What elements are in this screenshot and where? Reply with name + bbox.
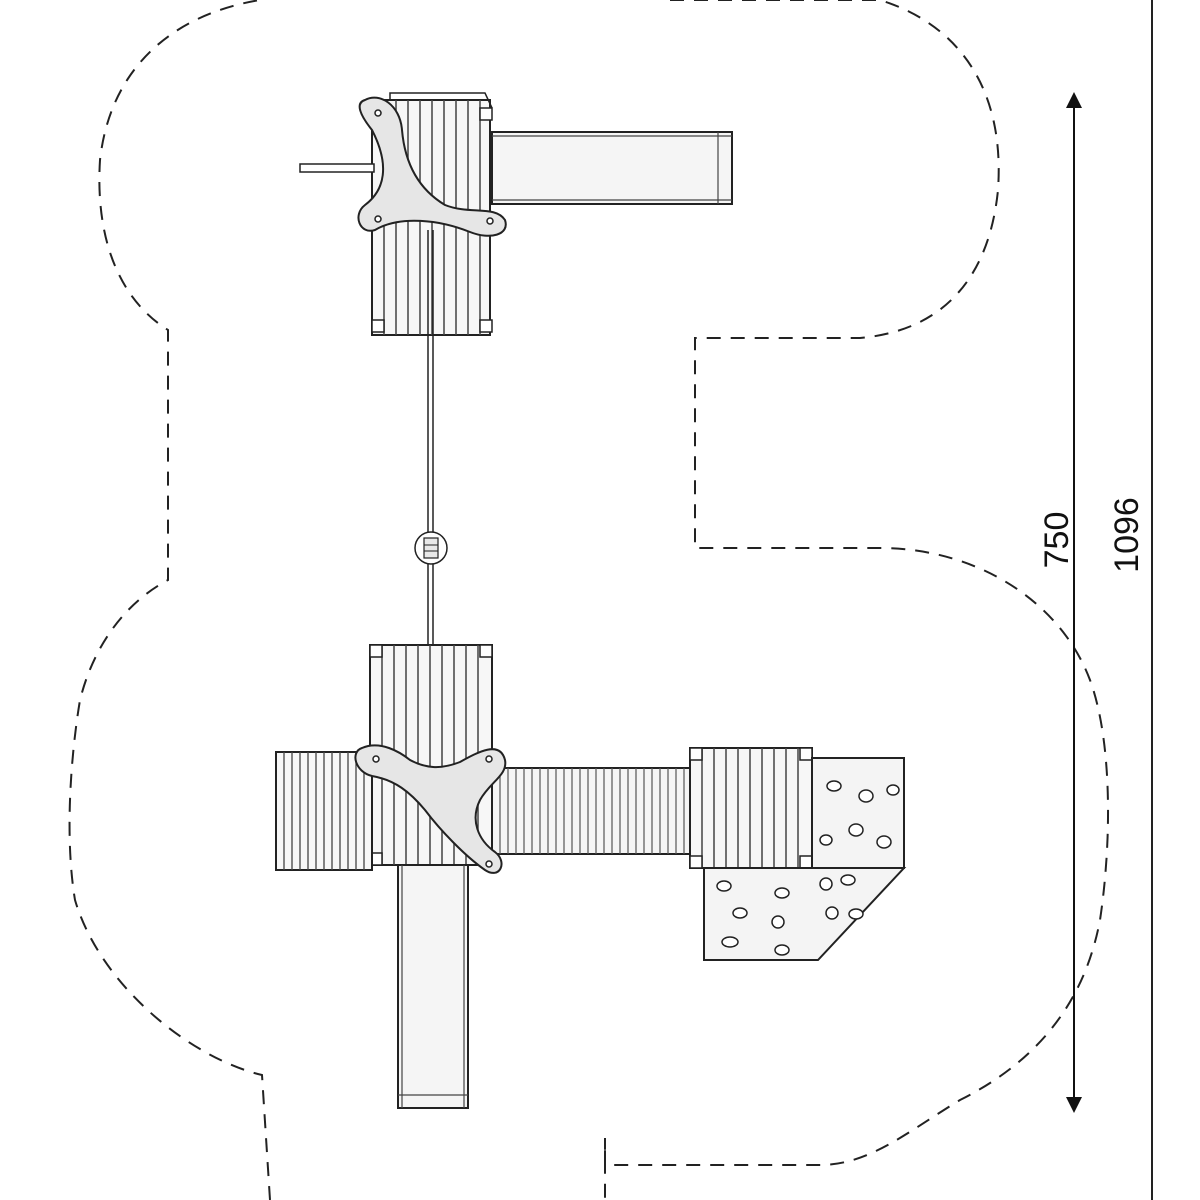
upper-slide <box>491 131 733 205</box>
connecting-cable <box>427 230 434 645</box>
upper-roof-panel <box>357 96 507 237</box>
climbing-holds <box>716 780 900 956</box>
lower-left-platform <box>275 751 373 871</box>
climbing-wall-bottom <box>703 867 907 961</box>
lower-slide <box>397 864 469 1109</box>
upper-roof-bolts <box>374 109 494 225</box>
tunnel-bridge <box>491 767 693 855</box>
dimension-label-750: 750 <box>1038 512 1076 569</box>
dimension-label-1096: 1096 <box>1108 497 1146 573</box>
lower-roof-panel <box>354 744 507 874</box>
upper-side-bar <box>299 163 375 173</box>
climbing-wall-right <box>811 757 905 869</box>
cable-ring <box>414 531 448 565</box>
lower-roof-bolts <box>372 755 493 868</box>
right-small-deck <box>689 747 813 869</box>
